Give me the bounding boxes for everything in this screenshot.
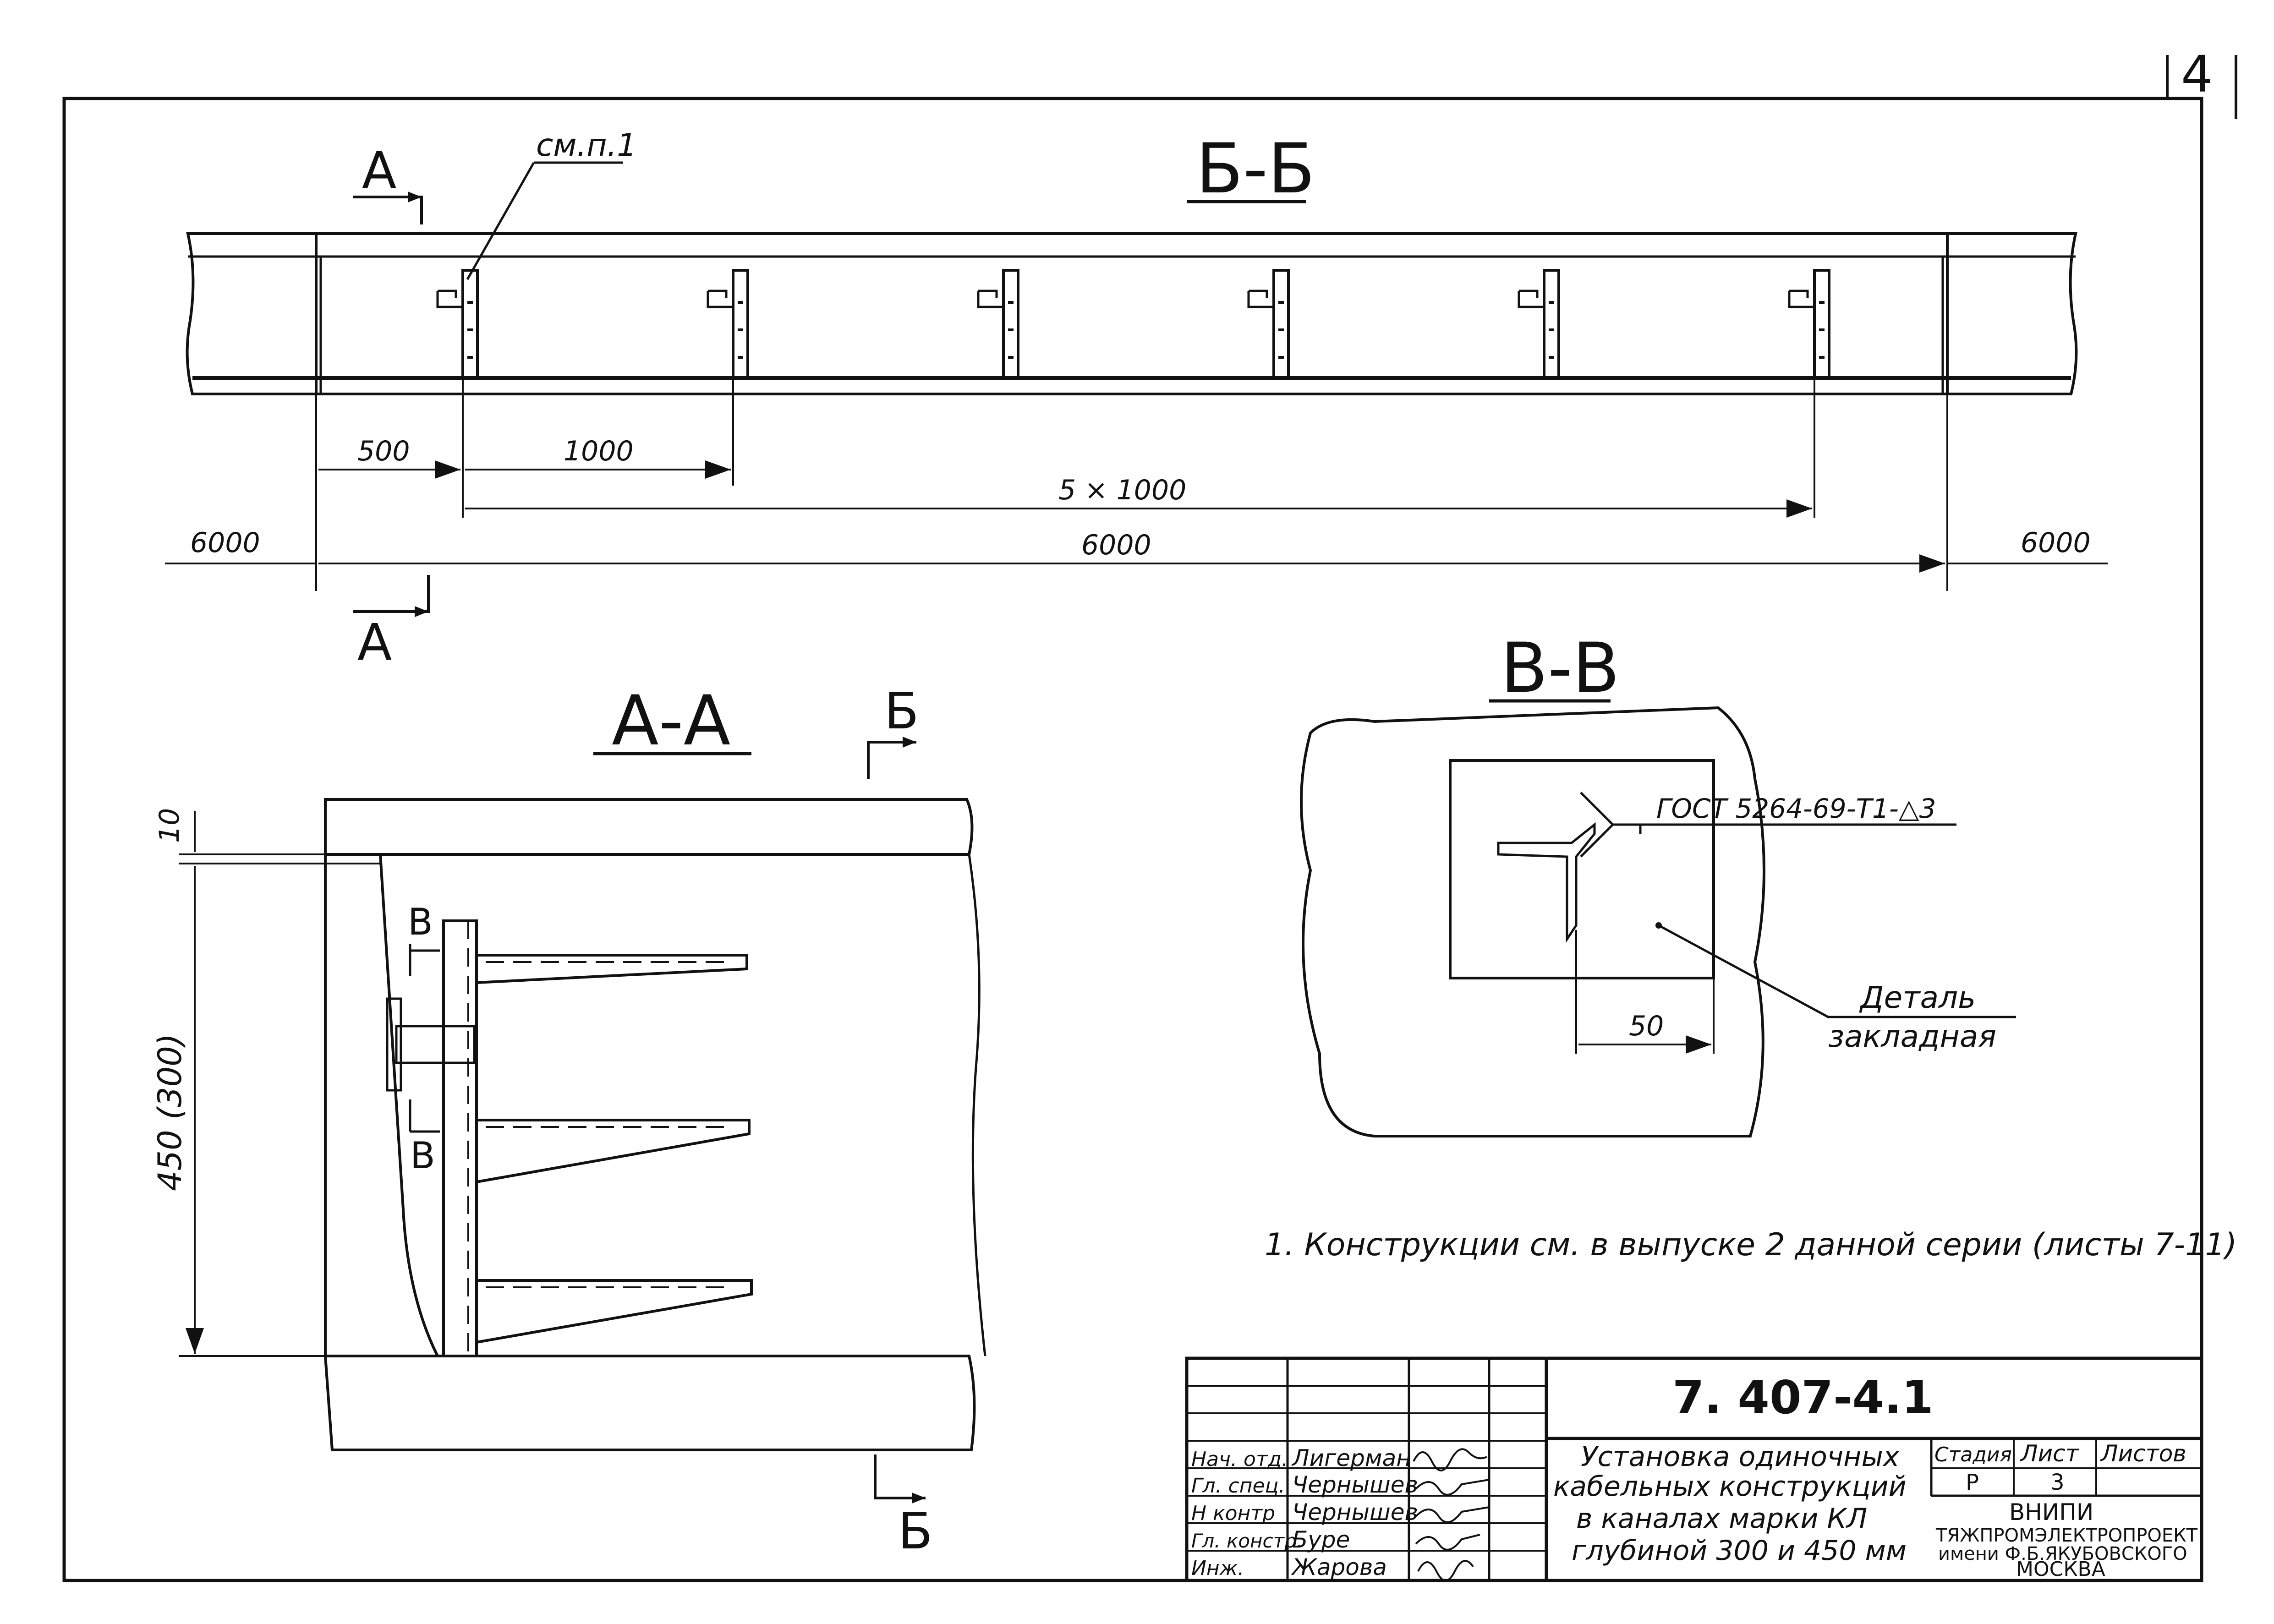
org-line-3: имени Ф.Б.ЯКУБОВСКОГО: [1938, 1543, 2187, 1564]
role-5: Инж.: [1191, 1557, 1244, 1580]
detail-mark-v-top: В: [408, 901, 433, 943]
cable-bracket: [476, 1119, 751, 1183]
org-line-4: МОСКВА: [2016, 1558, 2105, 1581]
weld-symbol: [1580, 792, 1615, 858]
role-2: Гл. спец.: [1191, 1474, 1285, 1498]
header-sheet: Лист: [2020, 1440, 2080, 1467]
cable-rack-post: [977, 269, 1019, 379]
cable-rack-post: [1247, 269, 1290, 379]
part-leader: [1658, 924, 1829, 1018]
left-wall: [324, 853, 440, 1357]
title-block: 7. 407-4.1 Нач. отд. Гл. спец. Н контр Г…: [1185, 1356, 2203, 1582]
callout-leader: [466, 162, 535, 280]
description-line-1: Установка одиночных: [1581, 1441, 1900, 1473]
section-mark-b-top: Б: [884, 682, 919, 740]
channel-break-line: [968, 854, 986, 1356]
cable-bracket: [476, 954, 748, 984]
description-line-4: глубиной 300 и 450 мм: [1572, 1535, 1907, 1567]
dim-6000-center: 6000: [1081, 529, 1151, 561]
signature: [1413, 1448, 1487, 1471]
cable-rack-post: [436, 269, 479, 379]
role-4: Гл. констр.: [1191, 1530, 1303, 1552]
dim-450-300: 450 (300): [151, 1033, 189, 1191]
signature: [1415, 1506, 1490, 1523]
section-cut-arrow: [867, 741, 916, 779]
embedded-part: [1449, 759, 1715, 979]
dim-500: 500: [357, 435, 410, 467]
value-sheet: 3: [2050, 1470, 2065, 1495]
cable-rack-post: [1788, 269, 1830, 379]
drawing-frame: [62, 97, 2203, 1582]
dim-6000-right: 6000: [2021, 527, 2091, 559]
header-stage: Стадия: [1934, 1443, 2012, 1466]
description-line-2: кабельных конструкций: [1553, 1471, 1907, 1503]
section-vv: В-В ГОСТ 5264-69-Т1-△3 50 Деталь закладн…: [1300, 629, 2016, 1137]
name-3: Чернышев: [1292, 1499, 1418, 1526]
dim-10: 10: [153, 808, 186, 843]
section-aa-title: А-А: [612, 681, 730, 761]
section-mark-a-top: А: [362, 141, 396, 200]
part-label-2: закладная: [1828, 1019, 1996, 1054]
signature: [1415, 1479, 1490, 1496]
channel-left-stub: [186, 232, 316, 395]
channel-main-span: [315, 232, 1949, 395]
name-5: Жарова: [1291, 1554, 1387, 1580]
part-label-1: Деталь: [1859, 980, 1976, 1015]
rack-post: [442, 919, 478, 1357]
cable-bracket: [476, 1279, 753, 1344]
description-line-3: в каналах марки КЛ: [1576, 1503, 1867, 1535]
detail-break-outline: [1300, 706, 1765, 1137]
section-mark-a-bottom: А: [357, 613, 392, 672]
name-4: Буре: [1292, 1526, 1350, 1553]
angle-profile: [1497, 822, 1596, 943]
section-cut-arrow-bottom: [353, 575, 430, 613]
cable-rack-post: [1518, 269, 1560, 379]
signature: [1415, 1534, 1480, 1551]
section-bb-title: Б-Б: [1196, 129, 1315, 209]
signature: [1417, 1560, 1474, 1581]
value-stage: Р: [1966, 1470, 1979, 1495]
embedded-plate: [386, 997, 402, 1092]
weld-note: ГОСТ 5264-69-Т1-△3: [1656, 793, 1936, 824]
section-aa: А-А В В Б Б: [151, 681, 986, 1560]
sheet-corner-number: 4: [2181, 45, 2213, 104]
general-note: 1. Конструкции см. в выпуске 2 данной се…: [1265, 1227, 2237, 1263]
section-cut-arrowhead: [415, 606, 428, 617]
detail-mark-v-bottom: В: [410, 1134, 435, 1177]
callout-label: см.п.1: [536, 127, 637, 164]
detail-cut-mark: [409, 944, 440, 976]
section-mark-b-bottom: Б: [898, 1502, 932, 1560]
section-cut-arrow: [874, 1454, 926, 1499]
section-bb: Б-Б: [165, 127, 2108, 672]
role-1: Нач. отд.: [1191, 1448, 1288, 1471]
top-slab: [324, 798, 974, 856]
dim-50: 50: [1629, 1010, 1664, 1042]
org-line-1: ВНИПИ: [2009, 1499, 2093, 1526]
bottom-slab: [323, 1355, 976, 1451]
org-line-2: ТЯЖПРОМЭЛЕКТРОПРОЕКТ: [1935, 1525, 2198, 1546]
header-sheets: Листов: [2100, 1440, 2186, 1467]
section-cut-arrowhead: [408, 191, 422, 202]
dim-5x1000: 5 × 1000: [1058, 474, 1186, 506]
bracket-anchor: [395, 1025, 476, 1064]
detail-cut-mark: [409, 1099, 440, 1133]
role-3: Н контр: [1191, 1502, 1275, 1525]
document-code: 7. 407-4.1: [1672, 1371, 1934, 1424]
cable-rack-post: [707, 269, 749, 379]
name-2: Чернышев: [1292, 1471, 1418, 1498]
name-1: Лигерман: [1291, 1445, 1411, 1471]
section-vv-title: В-В: [1501, 629, 1620, 708]
dim-1000: 1000: [564, 435, 634, 467]
dim-6000-left: 6000: [190, 527, 260, 559]
channel-right-stub: [1947, 232, 2078, 395]
